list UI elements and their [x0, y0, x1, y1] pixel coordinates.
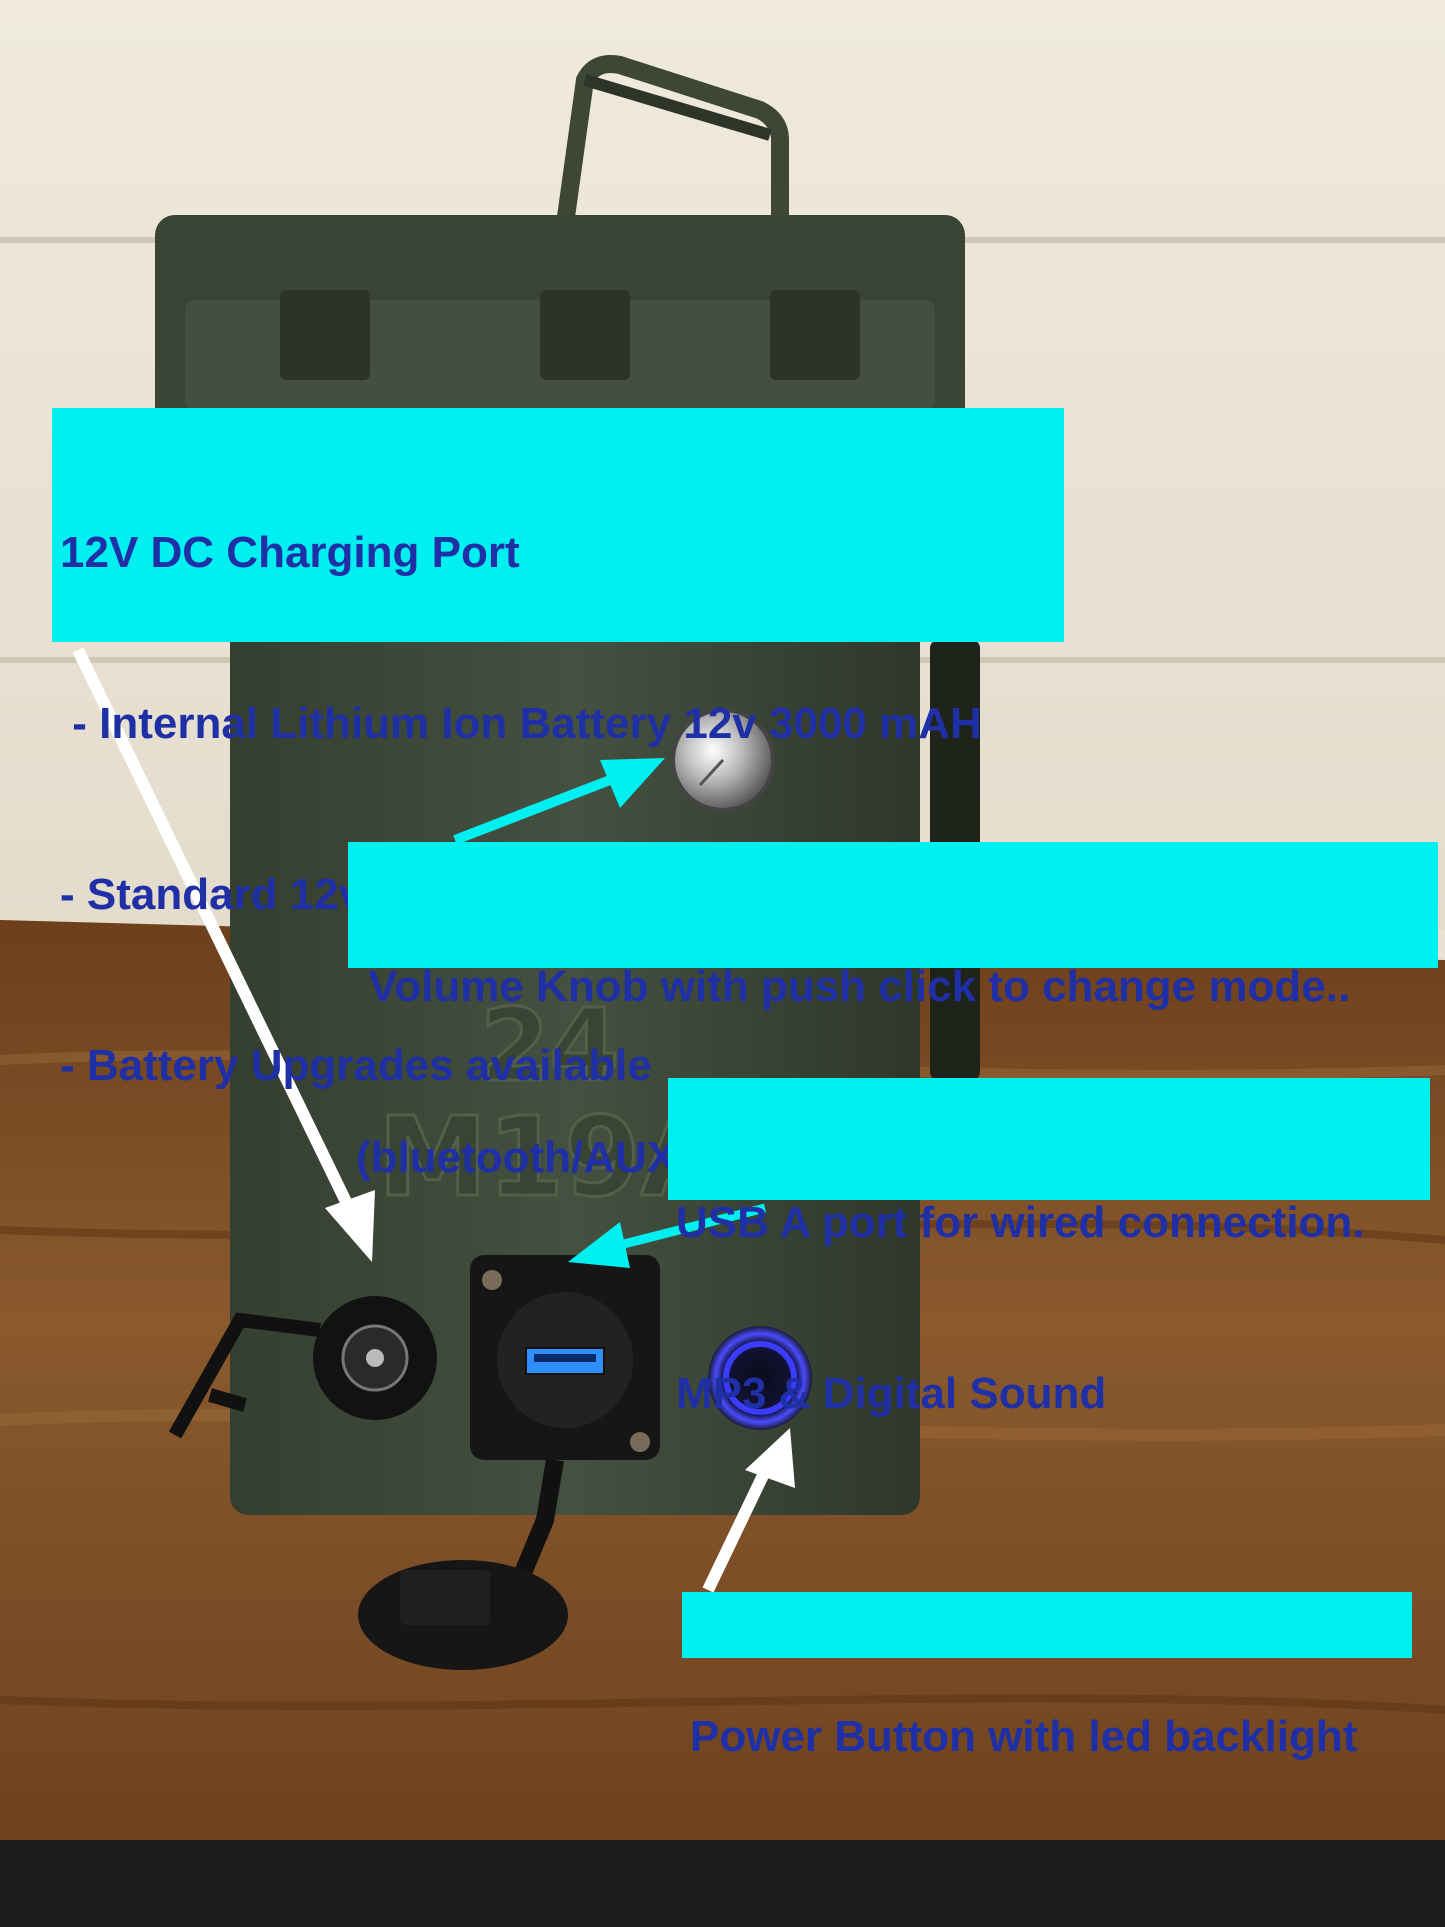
- charging-callout-line-1: 12V DC Charging Port: [60, 528, 520, 577]
- usb-arrow: [568, 1203, 767, 1268]
- power-button-icon: [708, 1326, 812, 1430]
- usb-callout-line-1: USB A port for wired connection.: [676, 1198, 1365, 1247]
- power-callout-line-1: Power Button with led backlight: [690, 1712, 1358, 1761]
- charging-callout-line-4: - Battery Upgrades available: [60, 1041, 652, 1090]
- usb-port-callout: USB A port for wired connection. MP3 & D…: [668, 1078, 1430, 1418]
- volume-knob-callout: Volume Knob with push click to change mo…: [348, 842, 1438, 1182]
- usb-port-icon: [358, 1255, 660, 1670]
- embossed-line-1: 24: [480, 987, 619, 1104]
- volume-arrow: [453, 758, 665, 845]
- callout-arrows: [72, 647, 795, 1593]
- volume-knob-icon: [671, 708, 775, 812]
- charging-arrow: [72, 647, 375, 1262]
- usb-callout-line-2: MP3 & Digital Sound: [676, 1369, 1107, 1418]
- volume-callout-line-1: Volume Knob with push click to change mo…: [356, 962, 1351, 1011]
- power-arrow: [702, 1428, 795, 1593]
- charging-callout-line-2: - Internal Lithium Ion Battery 12v 3000 …: [60, 699, 982, 748]
- power-button-callout: Power Button with led backlight: [682, 1592, 1412, 1761]
- charging-port-callout: 12V DC Charging Port - Internal Lithium …: [52, 408, 1064, 1090]
- can-handle: [551, 55, 789, 262]
- dc-charging-port-icon: [168, 1296, 437, 1439]
